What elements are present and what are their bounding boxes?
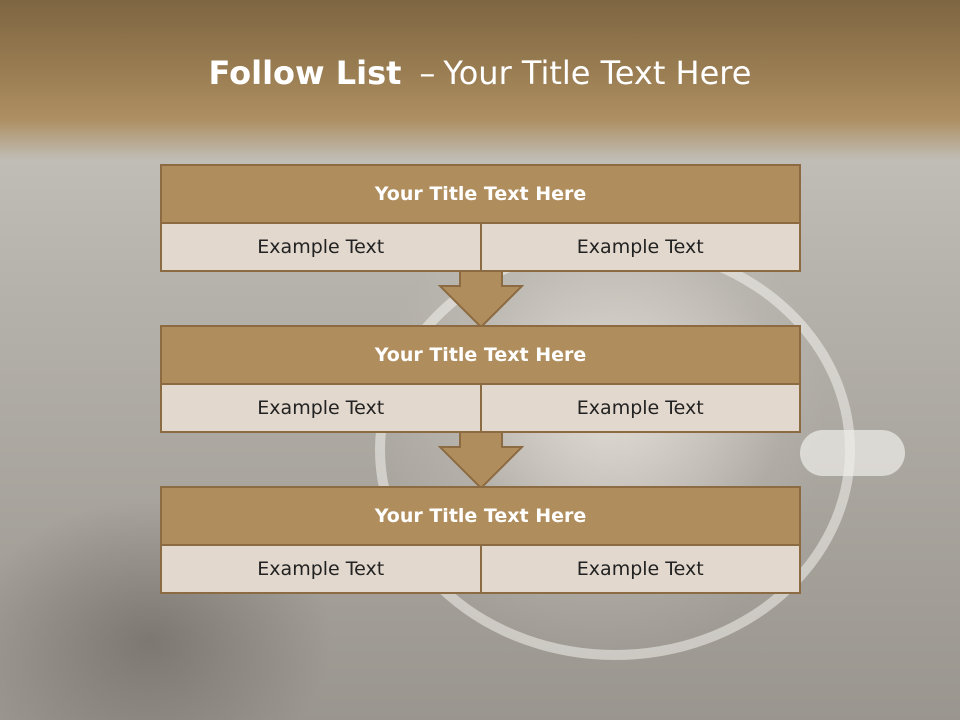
step-1-right-text: Example Text [479, 224, 800, 270]
step-box-3: Your Title Text Here Example Text Exampl… [160, 486, 801, 594]
step-title-1: Your Title Text Here [162, 166, 799, 224]
step-title-3: Your Title Text Here [162, 488, 799, 546]
step-title-2: Your Title Text Here [162, 327, 799, 385]
step-box-1: Your Title Text Here Example Text Exampl… [160, 164, 801, 272]
down-arrow-icon-1 [438, 270, 524, 328]
title-separator: – [419, 54, 436, 92]
header-band [0, 0, 960, 160]
step-1-left-text: Example Text [257, 236, 385, 258]
title-rest-text: Your Title Text Here [443, 54, 752, 92]
down-arrow-icon-2 [438, 431, 524, 489]
step-row-1: Example Text Example Text [162, 224, 799, 270]
cup-handle-decoration [800, 430, 905, 476]
step-3-right-text: Example Text [479, 546, 800, 592]
slide-title: Follow List–Your Title Text Here [0, 54, 960, 92]
step-box-2: Your Title Text Here Example Text Exampl… [160, 325, 801, 433]
step-2-right-text: Example Text [479, 385, 800, 431]
step-3-left-text: Example Text [257, 558, 385, 580]
title-bold-text: Follow List [208, 54, 402, 92]
step-2-left-text: Example Text [257, 397, 385, 419]
step-row-3: Example Text Example Text [162, 546, 799, 592]
step-row-2: Example Text Example Text [162, 385, 799, 431]
